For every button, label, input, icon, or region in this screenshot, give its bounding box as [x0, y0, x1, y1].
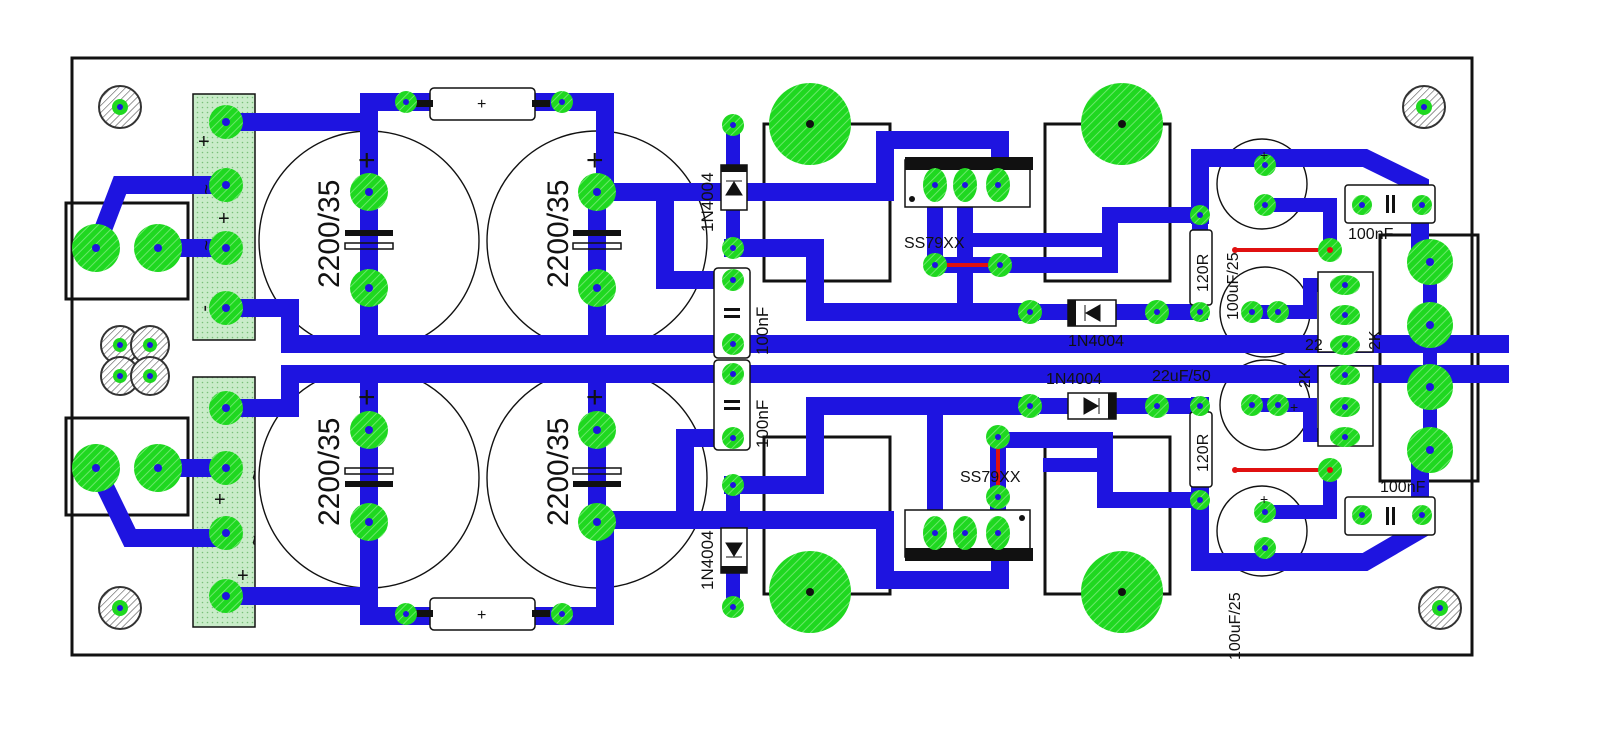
cap-c4-plus: +	[586, 381, 604, 414]
fuse-bottom-plus: +	[477, 607, 486, 624]
cap-100uf-bottom-outline	[1216, 485, 1308, 577]
cap-c3-label: 2200/35	[313, 418, 346, 526]
cap-100nf-bottom-label: 100nF	[753, 400, 772, 448]
cap-polarity-marks	[344, 230, 622, 487]
diode-mid-top-label: 1N4004	[1068, 333, 1124, 350]
cap-c1-plus: +	[358, 144, 376, 177]
reg-top-label: SS79XX	[904, 235, 965, 252]
fuse-top-plus: +	[477, 96, 486, 113]
terminal-bottom-plus-2: +	[237, 565, 249, 587]
cap-22uf-top-label: 22	[1305, 337, 1323, 354]
cap-100nf-top-body	[713, 267, 751, 359]
cap-100uf-top-outline	[1216, 138, 1308, 230]
terminal-bottom-plus: +	[214, 489, 226, 511]
pads	[72, 91, 1453, 625]
silkscreen-labels: 2200/35 2200/35 2200/35 2200/35 + + + + …	[195, 96, 1426, 660]
diode-top-label: 1N4004	[698, 172, 717, 232]
cap-22uf-bottom-label: 22uF/50	[1152, 368, 1211, 385]
res-bottom-label: 120R	[1195, 434, 1212, 472]
cap-22uf-bottom-plus: +	[1290, 399, 1298, 415]
cap-c2-plus: +	[586, 144, 604, 177]
cap-c3-plus: +	[358, 381, 376, 414]
cap-c1-label: 2200/35	[313, 180, 346, 288]
cap-100nf-right-bottom-body	[1344, 496, 1436, 536]
pot-top-label: 2K	[1367, 330, 1384, 350]
res-top-label: 120R	[1195, 254, 1212, 292]
cap-100uf-top-label: 100uF/25	[1225, 252, 1242, 320]
terminal-top-plus-2: +	[218, 208, 230, 230]
cap-c4-label: 2200/35	[542, 418, 575, 526]
diode-bottom-label: 1N4004	[698, 530, 717, 590]
terminal-top-tilde-1: ~	[196, 184, 216, 195]
cap-small-top-plus: +	[1260, 147, 1268, 163]
reg-bottom-label: SS79XX	[960, 469, 1021, 486]
pot-bottom-label: 2K	[1297, 368, 1314, 388]
cap-100nf-right-top-label: 100nF	[1348, 226, 1394, 243]
terminal-top-minus: -	[195, 305, 217, 312]
cap-c2-label: 2200/35	[542, 180, 575, 288]
mounting-holes	[98, 85, 1462, 630]
cap-small-bottom-plus: +	[1260, 491, 1268, 507]
terminal-top-plus: +	[198, 131, 210, 153]
terminal-top-tilde-2: ~	[196, 240, 216, 251]
cap-100uf-bottom-label: 100uF/25	[1227, 592, 1244, 660]
diode-mid-bottom-label: 1N4004	[1046, 371, 1102, 388]
terminal-bottom-tilde-2: ~	[244, 535, 264, 546]
cap-100nf-top-label: 100nF	[753, 307, 772, 355]
cap-100nf-right-bottom-label: 100nF	[1380, 479, 1426, 496]
heatsink-pads	[769, 83, 1163, 633]
cap-100nf-right-top-body	[1344, 184, 1436, 224]
terminal-bottom-tilde-1: ~	[244, 470, 264, 481]
cap-100nf-bottom-body	[713, 359, 751, 451]
